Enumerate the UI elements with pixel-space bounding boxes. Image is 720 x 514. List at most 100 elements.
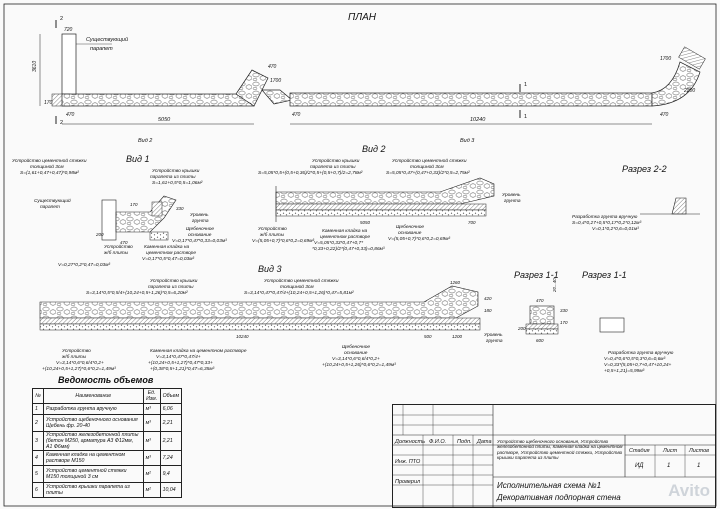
plan-dim-left-470: 470 — [66, 112, 75, 118]
section11-title: Разрез 1-1 — [514, 270, 559, 280]
table-row: 1 Разработка грунта вручную м³ 6,06 — [32, 403, 183, 415]
view3-dim-500: 500 — [424, 334, 432, 339]
stamp-title-2: Декоративная подпорная стена — [497, 493, 621, 502]
avito-watermark: Avito — [668, 481, 710, 500]
view1-parapet-shape — [101, 199, 117, 241]
plan-dim-mid-470b: 470 — [292, 112, 301, 118]
view3-plate-shape — [39, 317, 481, 325]
stamp-col-sign: Подп. — [457, 439, 472, 445]
plan-right-curve — [651, 61, 701, 107]
stamp-col-date: Дата — [477, 439, 492, 445]
view3-dim-420: 420 — [484, 296, 492, 301]
section11-plate-shape — [525, 323, 559, 330]
view1-dim-200: 200 — [95, 232, 104, 237]
view3-dim-1200: 1200 — [452, 334, 463, 339]
volumes-table: № Наименование Ед. Изм. Объем 1 Разработ… — [32, 388, 183, 498]
view3-dim-180: 180 — [484, 308, 492, 313]
plan-dim-mid-1700: 1700 — [270, 78, 281, 84]
plan-dim-left-height: 3610 — [32, 61, 38, 72]
volumes-header-num: № — [32, 388, 44, 404]
section11-dim-2040: 20...40 — [552, 278, 557, 293]
plan-view-mark-3: Вид 3 — [460, 138, 475, 144]
section11-dim-200: 200 — [517, 326, 526, 331]
section-1-1: Разрез 1-1 20...40 470 330 600 170 200 — [514, 270, 568, 343]
section11-dim-170: 170 — [560, 320, 568, 325]
plan-view: ПЛАН 5050 10240 3610 720 170 470 470 170… — [32, 12, 706, 144]
section11-masonry-shape — [529, 305, 555, 325]
table-row: 3 Устройство железобетонной плиты (бетон… — [32, 431, 183, 451]
stamp-sheet-value: 1 — [667, 463, 671, 469]
section11-dim-600: 600 — [536, 338, 544, 343]
plan-dim-mid-470a: 470 — [268, 64, 277, 70]
plan-mid-ramp — [261, 89, 293, 105]
section11-dim-330: 330 — [560, 308, 568, 313]
view1-gravel-shape — [149, 231, 169, 241]
stamp-col-position: Должность — [395, 439, 426, 445]
stamp-sheet-header: Лист — [663, 448, 678, 454]
existing-parapet-shape — [61, 33, 77, 105]
table-row: 6 Устройство крышки парапета из плиты м²… — [32, 482, 183, 498]
plan-view-mark-2: Вид 2 — [138, 138, 152, 144]
plan-section-mark-1a: 1 — [524, 82, 527, 88]
plan-dim-left-small: 170 — [44, 100, 53, 106]
stamp-col-name: Ф.И.О. — [429, 439, 447, 445]
volumes-header-unit: Ед. Изм. — [142, 388, 161, 404]
section11-dim-470: 470 — [536, 298, 544, 303]
volumes-header-row: № Наименование Ед. Изм. Объем — [32, 388, 183, 404]
title-block: Устройство щебеночного основания, Устрой… — [392, 404, 716, 508]
volumes-title: Ведомость объемов — [58, 375, 154, 385]
plan-dim-right-length: 10240 — [470, 117, 486, 123]
view1-title: Вид 1 — [126, 154, 150, 164]
stamp-title-1: Исполнительная схема №1 — [497, 481, 602, 490]
view1-masonry-shape — [115, 195, 177, 233]
view2-masonry-shape — [275, 177, 495, 205]
plan-left-strip — [61, 93, 255, 107]
volumes-header-volume: Объем — [159, 388, 183, 404]
section22-title: Разрез 2-2 — [622, 164, 667, 174]
plan-section-mark-2b: 2 — [60, 120, 63, 126]
stamp-stage-header: Стадия — [629, 448, 650, 454]
view1-plate-shape — [151, 201, 163, 217]
view3-gravel-shape — [39, 323, 481, 331]
view3-title: Вид 3 — [258, 264, 282, 274]
section11-gravel-shape — [525, 328, 559, 335]
plan-dim-right-470: 470 — [660, 112, 669, 118]
plan-dim-left-length: 5050 — [158, 117, 171, 123]
plan-dim-right-2200: 2200 — [683, 88, 695, 94]
plan-section-mark-1b: 1 — [524, 114, 527, 120]
plan-dim-left-top: 720 — [64, 27, 73, 33]
view1-dim-330: 330 — [176, 206, 184, 211]
stamp-description: Устройство щебеночного основания, Устрой… — [497, 439, 623, 461]
view2-gravel-shape — [275, 209, 487, 217]
stamp-row-engineer: Инж. ПТО — [395, 459, 421, 465]
sheet-frame — [3, 3, 717, 507]
view1-dim-470: 470 — [120, 240, 128, 245]
stamp-row-checked: Проверил — [395, 479, 421, 485]
plan-right-strip — [289, 92, 653, 107]
view2-title: Вид 2 — [362, 144, 386, 154]
plan-right-end-hatch — [678, 46, 706, 70]
